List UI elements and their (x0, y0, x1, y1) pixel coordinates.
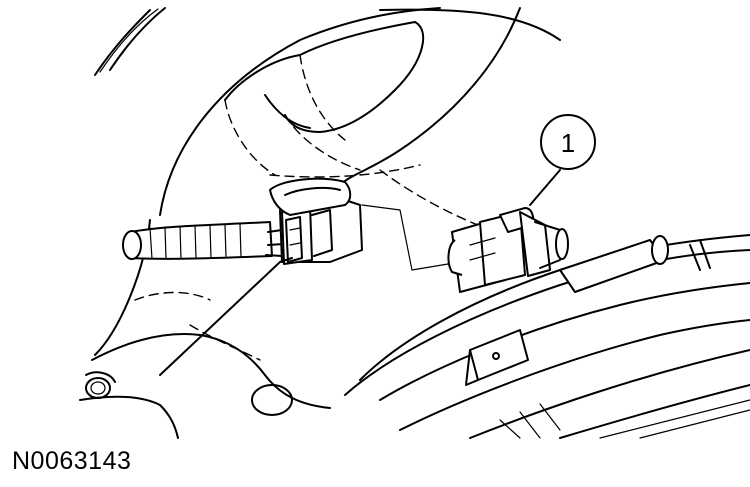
grommet (85, 371, 293, 416)
callout-1-label: 1 (561, 128, 575, 158)
callout-1: 1 (529, 114, 596, 206)
lower-panel (344, 234, 750, 439)
figure-id: N0063143 (12, 447, 132, 475)
sensor-component (361, 204, 569, 293)
harness-connector (159, 177, 363, 376)
wiring-harness (122, 221, 285, 260)
connector-disassembly-illustration: 1 (79, 7, 750, 439)
